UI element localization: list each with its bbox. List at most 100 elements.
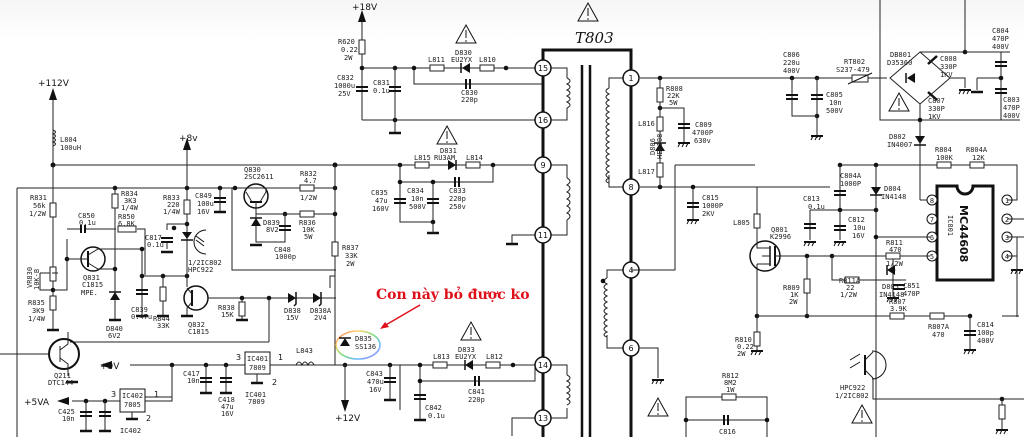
label-ic802a: 1/2IC802 bbox=[188, 259, 222, 267]
label-r835: R835 bbox=[28, 299, 45, 307]
pin-1: 1 bbox=[154, 390, 159, 399]
rating-c805: 500V bbox=[826, 107, 844, 115]
rating-r620: 2W bbox=[344, 54, 353, 62]
value-vr830: 10K-B bbox=[33, 269, 41, 290]
label-18v: +18V bbox=[352, 3, 378, 13]
value-d838: 15V bbox=[286, 314, 299, 322]
label-c817: C817 bbox=[145, 234, 162, 242]
value-r836: 10K bbox=[302, 226, 315, 234]
label-8v: +8v bbox=[179, 134, 198, 144]
value-d805: IN4148 bbox=[879, 291, 904, 299]
rating-c418: 16V bbox=[221, 410, 234, 418]
transformer-pin-1 bbox=[622, 69, 640, 87]
transformer-pin-label: 13 bbox=[538, 414, 548, 423]
label-c833: C833 bbox=[449, 187, 466, 195]
value-c835: 47u bbox=[375, 197, 388, 205]
optocoupler-led-icon bbox=[181, 229, 207, 255]
value-c418: 47u bbox=[221, 403, 234, 411]
transformer-pin-14 bbox=[534, 356, 552, 374]
label-q832: Q832 bbox=[188, 321, 205, 329]
label-d802: D802 bbox=[889, 133, 906, 141]
value-c848: 1000p bbox=[275, 253, 296, 261]
ic-pin-label: 4 bbox=[1005, 253, 1009, 261]
value-r620: 0.22 bbox=[341, 46, 358, 54]
ic-pin-8 bbox=[926, 194, 938, 206]
label-r837: R837 bbox=[342, 244, 359, 252]
value-r804a: 12K bbox=[972, 154, 985, 162]
annotation-arrow bbox=[383, 304, 421, 327]
label-r850: R850 bbox=[118, 213, 135, 221]
rating-c832: 25V bbox=[338, 90, 351, 98]
ic-pin-label: 2 bbox=[1005, 216, 1009, 224]
rail-112v: +112V L804 100uH bbox=[38, 79, 81, 165]
label-r620: R620 bbox=[338, 38, 355, 46]
pin-2: 2 bbox=[272, 378, 277, 387]
label-d830: D830 bbox=[455, 49, 472, 57]
label-d838: D838 bbox=[284, 307, 301, 315]
label-db801: DB801 bbox=[890, 51, 911, 59]
value-c849: 100u bbox=[197, 200, 214, 208]
label-l814: L814 bbox=[466, 154, 483, 162]
label-r810: R810 bbox=[735, 336, 752, 344]
highlight-ellipse bbox=[335, 330, 381, 360]
value-q831: C1815 bbox=[82, 281, 103, 289]
rating-r812: 1W bbox=[726, 386, 735, 394]
rating-c803: 400V bbox=[1003, 112, 1021, 120]
label-r812: R812 bbox=[722, 372, 739, 380]
rating-r832: 1/2W bbox=[300, 194, 318, 202]
rating-r837: 2W bbox=[346, 260, 355, 268]
rating-c815: 2KV bbox=[702, 210, 715, 218]
rail-18v: +18V bbox=[352, 3, 378, 22]
label-112v: +112V bbox=[38, 79, 70, 89]
rating-c807: 1KV bbox=[928, 113, 941, 121]
value-r850: 6.8K bbox=[118, 220, 136, 228]
label-r834: R834 bbox=[121, 190, 138, 198]
transformer-pin-label: 11 bbox=[538, 231, 548, 240]
rating-c804: 400V bbox=[992, 43, 1010, 51]
rating-r811: 1/2W bbox=[886, 260, 904, 268]
transformer-pin-label: 15 bbox=[538, 64, 548, 73]
rating-c812: 16V bbox=[852, 232, 865, 240]
label-c807: C807 bbox=[928, 97, 945, 105]
value-c807: 330P bbox=[928, 105, 945, 113]
label-c806: C806 bbox=[783, 51, 800, 59]
label-l817: L817 bbox=[638, 168, 655, 176]
ic-pin-label: 7 bbox=[930, 216, 934, 224]
value-r811: 470 bbox=[889, 246, 902, 254]
value-r838: 15K bbox=[221, 311, 234, 319]
label-c839: C839 bbox=[131, 306, 148, 314]
label-r831: R831 bbox=[30, 194, 47, 202]
transformer-pin-label: 1 bbox=[628, 74, 633, 83]
value-rt802: S237-479 bbox=[836, 66, 870, 74]
label-c418: C418 bbox=[218, 396, 235, 404]
value-r832: 4.7 bbox=[304, 177, 317, 185]
label-q211: Q211 bbox=[54, 372, 71, 380]
label-r804a: R804A bbox=[966, 146, 988, 154]
value-c830: 220p bbox=[461, 96, 478, 104]
value-r809: 1K bbox=[790, 291, 799, 299]
ic-label-mc44608: MC44608 bbox=[957, 205, 970, 262]
value-d833: EU2YX bbox=[455, 353, 477, 361]
transistor-q831 bbox=[67, 246, 142, 272]
label-t803: T803 bbox=[575, 29, 614, 47]
rating-r833: 1/4W bbox=[163, 208, 181, 216]
label-c805: C805 bbox=[826, 91, 843, 99]
label-r832: R832 bbox=[300, 170, 317, 178]
value-ic802b: 1/2IC802 bbox=[835, 392, 869, 400]
label-ic802b: HPC922 bbox=[840, 384, 865, 392]
label-r807: R807 bbox=[889, 298, 906, 306]
ic-pin-label: 3 bbox=[1005, 234, 1009, 242]
value-c808: 330P bbox=[940, 63, 957, 71]
value-c815: 1000P bbox=[702, 202, 723, 210]
rating-r809: 2W bbox=[789, 298, 798, 306]
transformer-pin-8 bbox=[622, 178, 640, 196]
value-l804: 100uH bbox=[60, 144, 81, 152]
value-c841: 220p bbox=[468, 396, 485, 404]
label-d831: D831 bbox=[440, 147, 457, 155]
label-c425: C425 bbox=[58, 408, 75, 416]
value-d804: IN4148 bbox=[881, 193, 906, 201]
rating-r810: 2W bbox=[737, 350, 746, 358]
label-r811: R811 bbox=[886, 239, 903, 247]
value-q801: K2996 bbox=[770, 233, 791, 241]
